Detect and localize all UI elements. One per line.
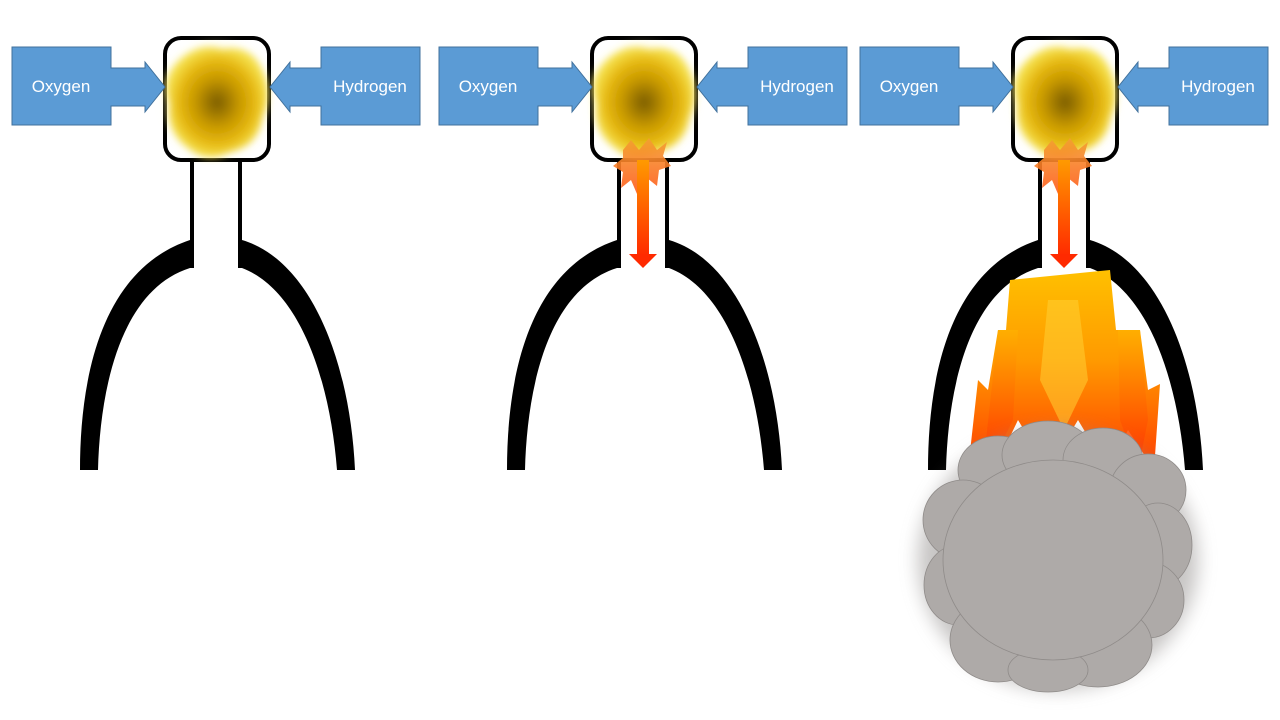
oxygen-input: Oxygen (859, 46, 1014, 126)
oxygen-label: Oxygen (459, 77, 518, 96)
panel-thrust: Oxygen Hydrogen (859, 36, 1269, 693)
panel-flow: Oxygen Hydrogen (438, 36, 848, 470)
arrow-down-icon (629, 160, 657, 268)
nozzle (80, 158, 355, 470)
hydrogen-input: Hydrogen (1117, 46, 1269, 126)
hydrogen-input: Hydrogen (696, 46, 848, 126)
panel-ignition: Oxygen Hydrogen (11, 36, 421, 470)
oxygen-input: Oxygen (438, 46, 593, 126)
combustion-fireball (587, 38, 699, 158)
nozzle (928, 158, 1203, 470)
combustion-fireball (1008, 38, 1120, 158)
oxygen-input: Oxygen (11, 46, 166, 126)
combustion-fireball (160, 38, 272, 158)
smoke-cloud (918, 420, 1198, 693)
hydrogen-label: Hydrogen (333, 77, 407, 96)
nozzle (507, 158, 782, 470)
arrow-down-icon (1050, 160, 1078, 268)
oxygen-label: Oxygen (32, 77, 91, 96)
hydrogen-label: Hydrogen (1181, 77, 1255, 96)
hydrogen-input: Hydrogen (269, 46, 421, 126)
oxygen-label: Oxygen (880, 77, 939, 96)
exhaust-flame (968, 270, 1160, 470)
hydrogen-label: Hydrogen (760, 77, 834, 96)
